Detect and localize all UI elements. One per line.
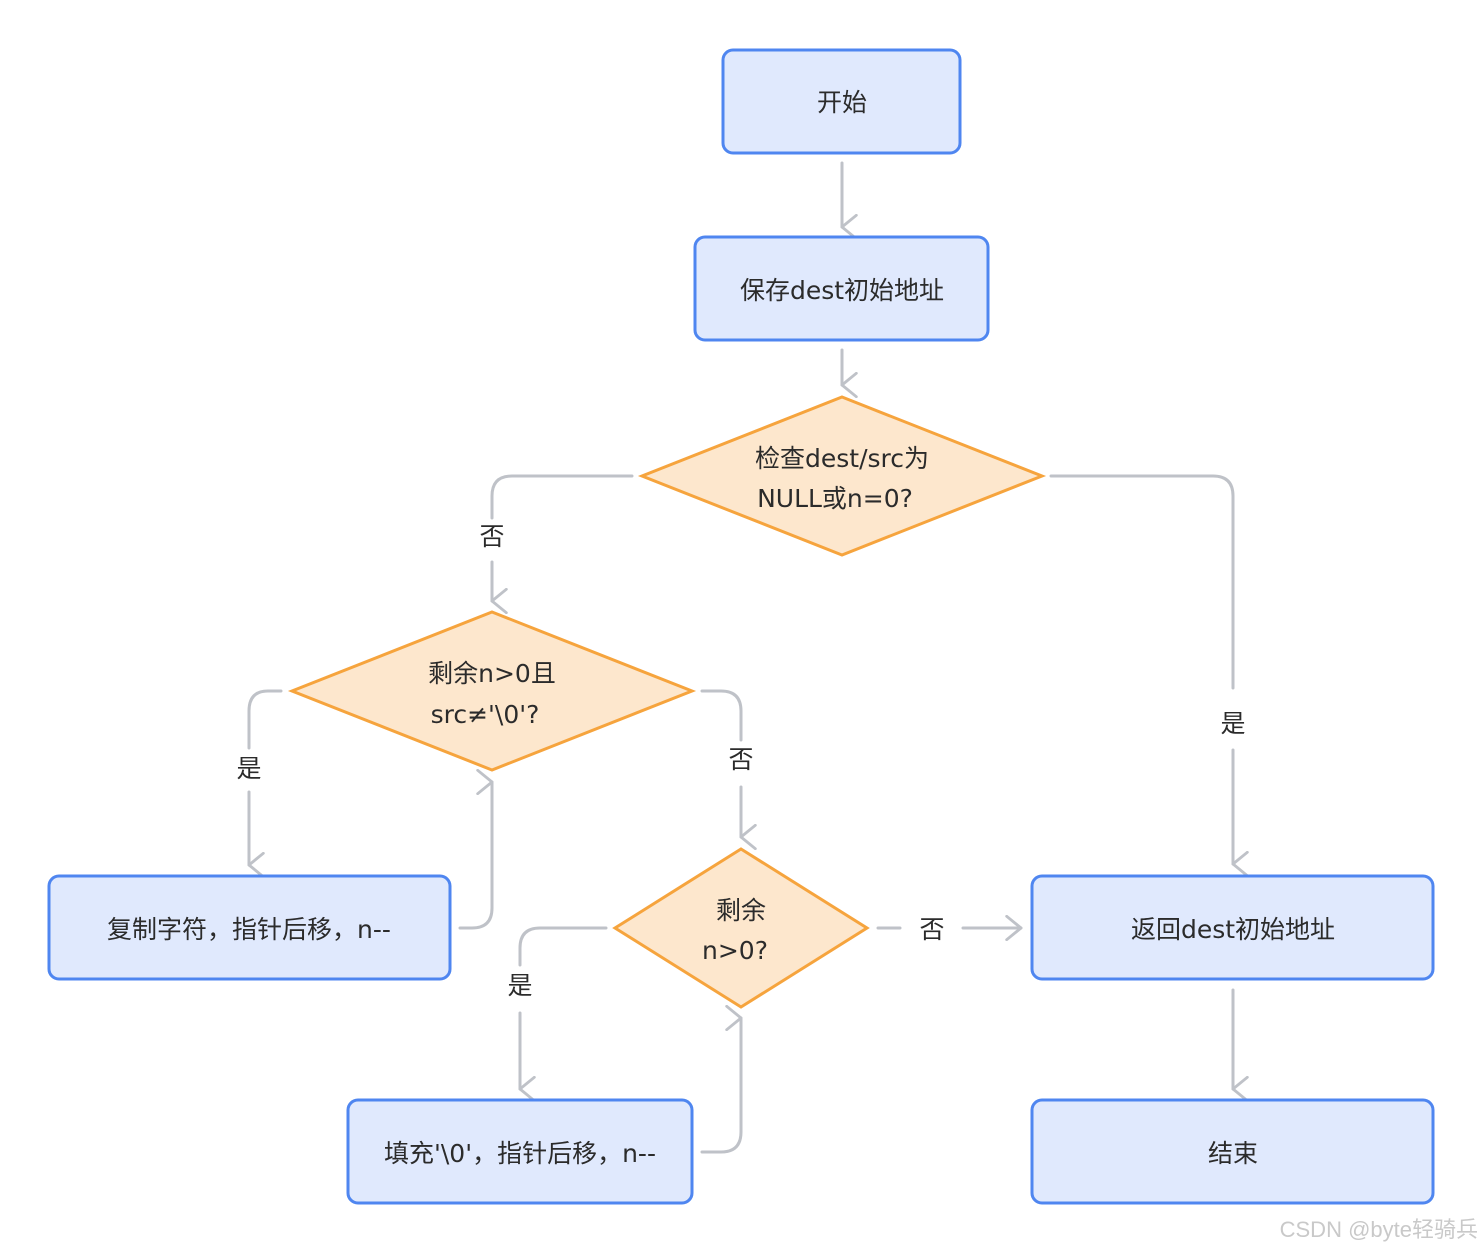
node-save: 保存dest初始地址 xyxy=(693,235,990,342)
node-return: 返回dest初始地址 xyxy=(1030,874,1435,981)
node-start: 开始 xyxy=(721,48,962,155)
node-check-null: 检查dest/src为 NULL或n=0? xyxy=(637,395,1047,557)
node-return-label: 返回dest初始地址 xyxy=(1131,915,1335,944)
edge-label-check-no: 否 xyxy=(479,522,504,551)
edge-fill-loop xyxy=(700,1018,743,1154)
node-copy-cond: 剩余n>0且 src≠'\0'? xyxy=(287,610,697,772)
node-fill-cond: 剩余 n>0? xyxy=(612,847,870,1009)
node-copy-cond-line1: 剩余n>0且 xyxy=(428,659,556,688)
edge-check-yes xyxy=(1049,474,1235,690)
edge-copy-yes xyxy=(247,689,283,750)
edge-label-copy-no: 否 xyxy=(728,745,753,774)
node-save-label: 保存dest初始地址 xyxy=(740,276,944,305)
node-fill-step: 填充'\0'，指针后移，n-- xyxy=(346,1098,694,1205)
node-fill-cond-line2: n>0? xyxy=(702,936,768,965)
watermark: CSDN @byte轻骑兵 xyxy=(1279,1217,1478,1242)
node-fill-step-label: 填充'\0'，指针后移，n-- xyxy=(384,1139,656,1168)
edge-label-fill-yes: 是 xyxy=(507,971,532,1000)
edge-copy-loop xyxy=(458,782,494,930)
node-end-label: 结束 xyxy=(1208,1139,1258,1168)
edge-label-copy-yes: 是 xyxy=(236,754,261,783)
edge-fill-yes xyxy=(518,926,608,967)
node-end: 结束 xyxy=(1030,1098,1435,1205)
edge-label-fill-no: 否 xyxy=(919,915,944,944)
edge-check-no xyxy=(490,474,634,520)
node-check-null-line2: NULL或n=0? xyxy=(757,484,913,513)
edge-copy-no xyxy=(700,689,743,742)
node-copy-step-label: 复制字符，指针后移，n-- xyxy=(107,915,391,944)
edge-label-check-yes: 是 xyxy=(1220,709,1245,738)
node-fill-cond-line1: 剩余 xyxy=(716,896,766,925)
node-copy-step: 复制字符，指针后移，n-- xyxy=(47,874,452,981)
node-copy-cond-line2: src≠'\0'? xyxy=(431,700,540,729)
node-check-null-line1: 检查dest/src为 xyxy=(755,444,929,473)
node-start-label: 开始 xyxy=(817,88,867,117)
